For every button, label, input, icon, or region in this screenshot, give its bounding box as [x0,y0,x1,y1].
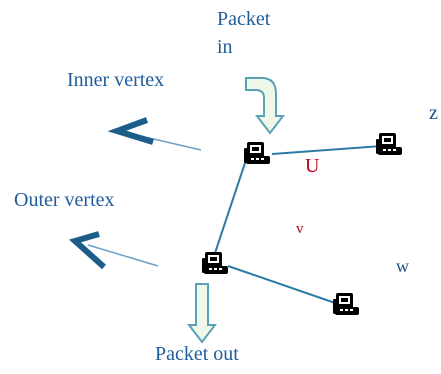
packet-in-label-line2: in [217,36,233,58]
node-z-device [376,133,402,155]
node-w-device [333,293,359,315]
inner-vertex-pointer [107,117,202,151]
node-u-label: U [305,155,320,177]
node-z-label: z [429,102,438,124]
node-w-label: w [396,256,409,276]
link-u-v [211,159,247,263]
packet-out-label: Packet out [155,343,239,365]
node-v-device [202,252,228,274]
node-u-device [244,142,270,164]
inner-vertex-label: Inner vertex [67,69,165,91]
link-v-w [227,265,339,305]
links [211,145,383,305]
outer-vertex-label: Outer vertex [14,189,115,211]
packet-in-label-line1: Packet [217,8,271,30]
packet-in-arrow [245,77,286,135]
outer-vertex-pointer [68,231,159,270]
link-u-z [271,145,383,155]
packet-in-label: Packet in [217,9,270,57]
packet-out-arrow [186,283,218,344]
node-v-label: v [296,221,304,237]
